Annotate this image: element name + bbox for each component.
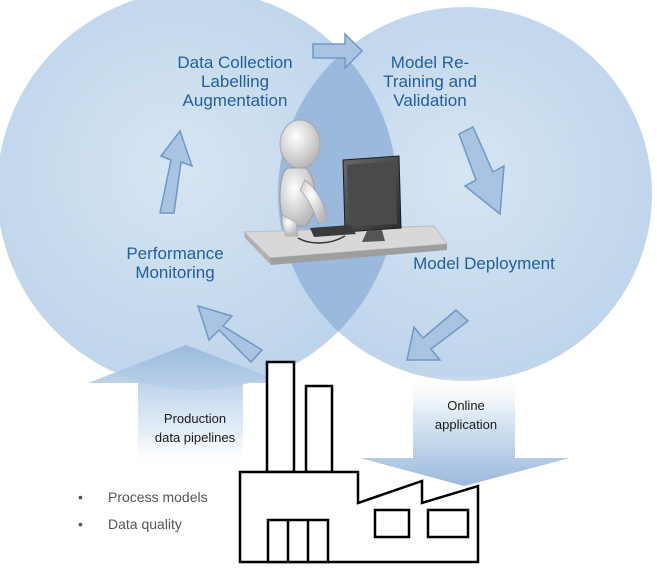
node-line: Monitoring <box>135 263 215 282</box>
arrow-to-retraining <box>312 32 364 70</box>
list-item: • Process models <box>78 484 208 511</box>
node-line: Augmentation <box>182 91 288 110</box>
node-line: Validation <box>393 91 467 110</box>
bullet-marker: • <box>78 489 83 505</box>
arrow-to-deployment <box>458 125 505 216</box>
bullet-marker: • <box>78 516 83 532</box>
node-data-collection: Data Collection Labelling Augmentation <box>150 53 320 110</box>
list-item: • Data quality <box>78 511 208 538</box>
flow-line: application <box>434 417 498 432</box>
flow-line: Online <box>447 398 485 413</box>
bullet-text: Process models <box>108 489 208 505</box>
node-line: Training and <box>383 72 477 91</box>
node-line: Model Re- <box>390 53 470 72</box>
node-model-deployment: Model Deployment <box>394 254 574 273</box>
circle-overlap <box>278 7 397 381</box>
flow-online-application: Online application <box>406 396 526 434</box>
bullet-list: • Process models • Data quality <box>78 484 208 538</box>
online-application-arrow <box>360 374 570 486</box>
node-line: Performance <box>126 244 224 263</box>
cycle-arrow-icon <box>159 32 505 364</box>
production-pipeline-arrow <box>88 345 285 470</box>
arrow-to-collection <box>159 129 194 214</box>
factory-icon <box>238 360 480 564</box>
node-performance-monitoring: Performance Monitoring <box>100 244 250 282</box>
arrow-to-monitoring-right <box>406 309 470 361</box>
node-line: Model Deployment <box>413 254 555 273</box>
bullet-text: Data quality <box>108 516 182 532</box>
flow-production-pipelines: Production data pipelines <box>130 409 260 447</box>
arrow-to-monitoring-left <box>196 304 264 364</box>
node-line: Data Collection <box>177 53 293 72</box>
flow-line: data pipelines <box>154 430 236 445</box>
figure-at-computer-icon <box>242 119 448 265</box>
left-cycle-circle <box>0 0 397 390</box>
flow-line: Production <box>163 411 227 426</box>
node-model-retraining: Model Re- Training and Validation <box>355 53 505 110</box>
node-line: Labelling <box>200 72 270 91</box>
